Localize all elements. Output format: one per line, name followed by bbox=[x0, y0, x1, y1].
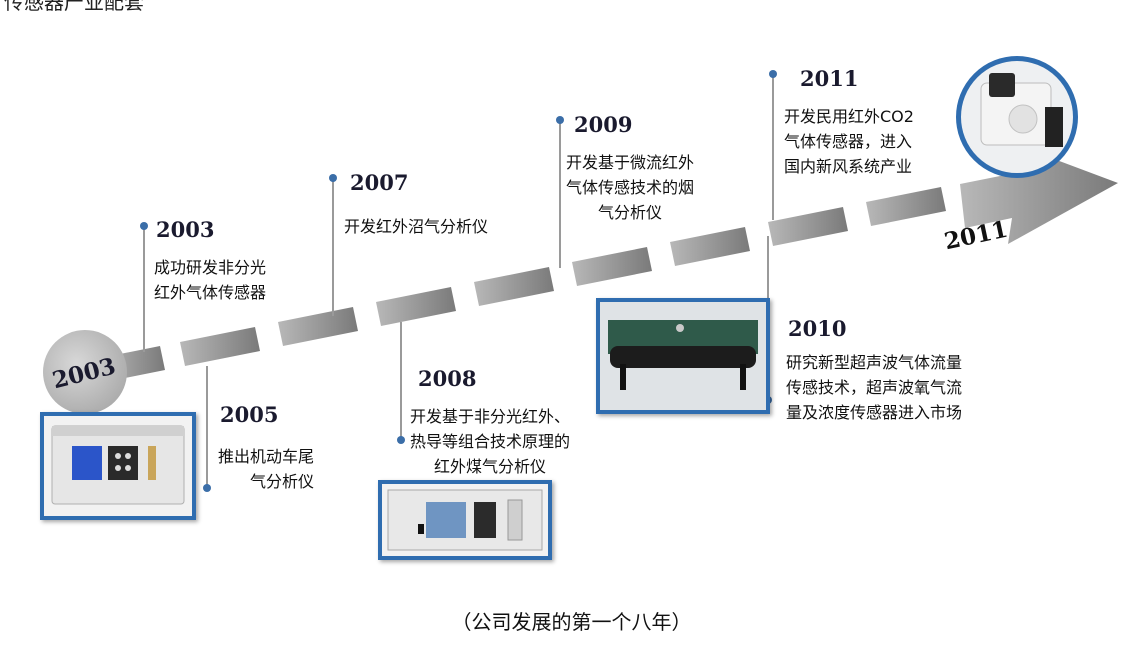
product-photo-exhaust-analyzer bbox=[40, 412, 196, 520]
sensor-illustration bbox=[980, 73, 1063, 147]
arrow-dash bbox=[278, 307, 358, 346]
event-text-2008: 开发基于非分光红外、 热导等组合技术原理的 红外煤气分析仪 bbox=[410, 407, 571, 476]
event-text-2007: 开发红外沼气分析仪 bbox=[344, 217, 489, 236]
event-dot bbox=[769, 70, 777, 78]
event-text-2010: 研究新型超声波气体流量 传感技术，超声波氧气流 量及浓度传感器进入市场 bbox=[786, 353, 963, 422]
event-year-2009: 2009 bbox=[574, 112, 633, 137]
arrow-dash bbox=[768, 207, 848, 246]
header-text-fragment: 传感器产业配套 bbox=[4, 0, 144, 14]
product-photo-ultrasonic-sensor bbox=[596, 298, 770, 414]
event-year-2011: 2011 bbox=[800, 66, 859, 91]
analyzer-illustration bbox=[51, 425, 185, 505]
event-text-2005: 推出机动车尾 气分析仪 bbox=[218, 447, 315, 491]
product-photo-gas-analyzer bbox=[378, 480, 552, 560]
arrow-dash bbox=[866, 187, 946, 226]
arrow-dash bbox=[670, 227, 750, 266]
event-text-2011: 开发民用红外CO2 气体传感器，进入 国内新风系统产业 bbox=[784, 107, 914, 176]
analyzer-illustration bbox=[387, 489, 543, 551]
event-year-2008: 2008 bbox=[418, 366, 477, 391]
start-circle bbox=[43, 330, 127, 414]
arrow-dash bbox=[474, 267, 554, 306]
event-text-2003: 成功研发非分光 红外气体传感器 bbox=[154, 258, 267, 302]
event-text-2009: 开发基于微流红外 气体传感技术的烟 气分析仪 bbox=[566, 153, 695, 222]
figure-caption: （公司发展的第一个八年） bbox=[451, 610, 692, 634]
arrow-dash bbox=[572, 247, 652, 286]
event-dot bbox=[397, 436, 405, 444]
event-year-2005: 2005 bbox=[220, 402, 279, 427]
event-dot bbox=[203, 484, 211, 492]
event-dot bbox=[556, 116, 564, 124]
event-year-2007: 2007 bbox=[350, 170, 409, 195]
event-year-2003: 2003 bbox=[156, 217, 215, 242]
arrow-dash bbox=[376, 287, 456, 326]
event-dot bbox=[140, 222, 148, 230]
arrow-dash bbox=[180, 327, 260, 366]
sensor-illustration bbox=[608, 320, 758, 390]
product-photo-co2-sensor bbox=[956, 56, 1078, 178]
event-dot bbox=[329, 174, 337, 182]
timeline-arrow bbox=[100, 150, 1118, 382]
event-year-2010: 2010 bbox=[788, 316, 847, 341]
arrow-head bbox=[960, 150, 1118, 244]
